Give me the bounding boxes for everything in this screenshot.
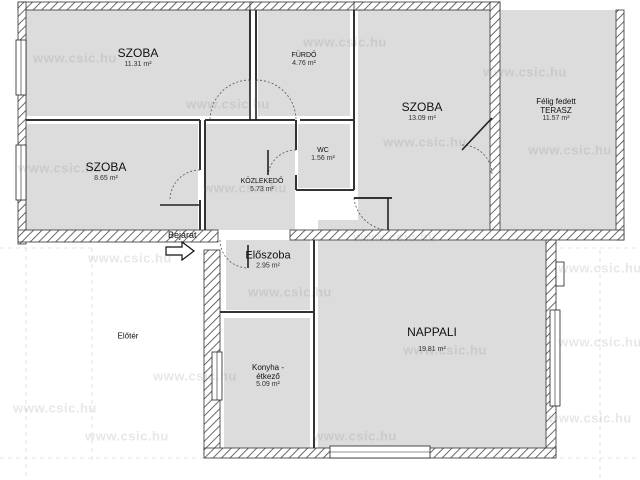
room-name: FÜRDŐ — [291, 51, 317, 59]
room-wc — [298, 124, 350, 188]
room-fills — [26, 10, 616, 448]
room-name: Előtér — [117, 331, 139, 341]
inner-walls — [26, 10, 392, 448]
room-area: 4.76 m² — [292, 60, 316, 67]
room-label-szoba-2: SZOBA 13.09 m² — [401, 100, 443, 123]
room-label-terasz: Félig fedett TERASZ 11.57 m² — [536, 97, 576, 123]
room-szoba-1 — [26, 10, 250, 116]
room-area: 5.73 m² — [250, 186, 274, 193]
room-name: KÖZLEKEDŐ — [240, 177, 284, 185]
room-label-furdo: FÜRDŐ 4.76 m² — [292, 52, 317, 68]
room-kozlekedo — [205, 124, 295, 230]
room-label-nappali: NAPPALI 19.81 m² — [407, 325, 457, 354]
room-name: WC — [317, 146, 329, 154]
room-name: NAPPALI — [407, 325, 457, 340]
room-terasz — [500, 10, 616, 230]
arrow-right-icon — [165, 240, 195, 262]
room-area: 2.95 m² — [256, 262, 280, 270]
room-area: 11.57 m² — [542, 115, 570, 123]
room-konyha — [224, 318, 310, 448]
room-eloszoba — [226, 240, 310, 310]
room-area: 13.09 m² — [408, 114, 436, 122]
room-area: 5.09 m² — [256, 381, 280, 389]
room-nappali — [318, 220, 546, 448]
room-area: 11.31 m² — [124, 60, 152, 68]
room-label-eloter: Előtér — [118, 331, 139, 340]
doors — [160, 80, 493, 268]
room-szoba-2 — [358, 10, 490, 230]
room-name: Előszoba — [245, 249, 291, 262]
room-area: 1.56 m² — [311, 155, 335, 162]
entrance-label: Bejárat — [168, 230, 197, 240]
room-area: 19.81 m² — [418, 345, 446, 353]
window-lines — [20, 40, 556, 453]
room-area: 8.65 m² — [94, 174, 118, 182]
room-label-szoba-1: SZOBA 11.31 m² — [117, 46, 159, 69]
room-furdo — [258, 10, 350, 116]
room-name: SZOBA — [117, 46, 159, 61]
room-name-line1: Félig fedett — [536, 96, 576, 106]
room-label-szoba-3: SZOBA 8.65 m² — [85, 160, 127, 183]
room-label-wc: WC 1.56 m² — [311, 147, 335, 163]
room-szoba-3 — [26, 124, 198, 230]
room-label-konyha: Konyha - étkező 5.09 m² — [252, 363, 284, 389]
room-name-line2: TERASZ — [540, 105, 572, 115]
room-name: SZOBA — [401, 100, 443, 115]
room-label-kozlekedo: KÖZLEKEDŐ 5.73 m² — [241, 178, 284, 194]
room-name-line2: étkező — [256, 371, 280, 381]
room-label-eloszoba: Előszoba 2.95 m² — [245, 250, 290, 271]
room-name-line1: Konyha - — [251, 362, 285, 372]
room-name: SZOBA — [85, 160, 127, 175]
